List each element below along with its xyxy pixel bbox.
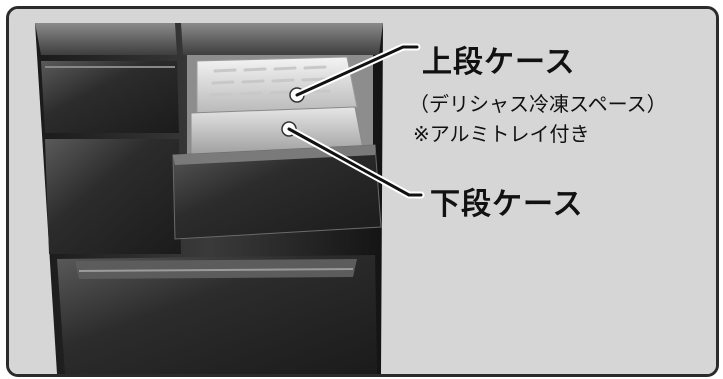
lower-case-label: 下段ケース: [430, 187, 584, 222]
refrigerator-photo: [9, 9, 716, 374]
upper-case-note: ※アルミトレイ付き: [413, 122, 590, 146]
ice-drawer: [41, 61, 179, 133]
upper-case-label: 上段ケース: [422, 45, 576, 80]
upper-case-subtitle: （デリシャス冷凍スペース）: [409, 92, 667, 116]
illustration-frame: 上段ケース （デリシャス冷凍スペース） ※アルミトレイ付き 下段ケース: [6, 6, 719, 377]
freezer-drawer-front: [172, 144, 382, 240]
top-left-door: [35, 23, 177, 55]
bottom-drawer: [57, 255, 377, 374]
left-panel: [45, 139, 181, 254]
upper-case-tray: [196, 56, 358, 114]
top-right-door: [181, 23, 383, 55]
